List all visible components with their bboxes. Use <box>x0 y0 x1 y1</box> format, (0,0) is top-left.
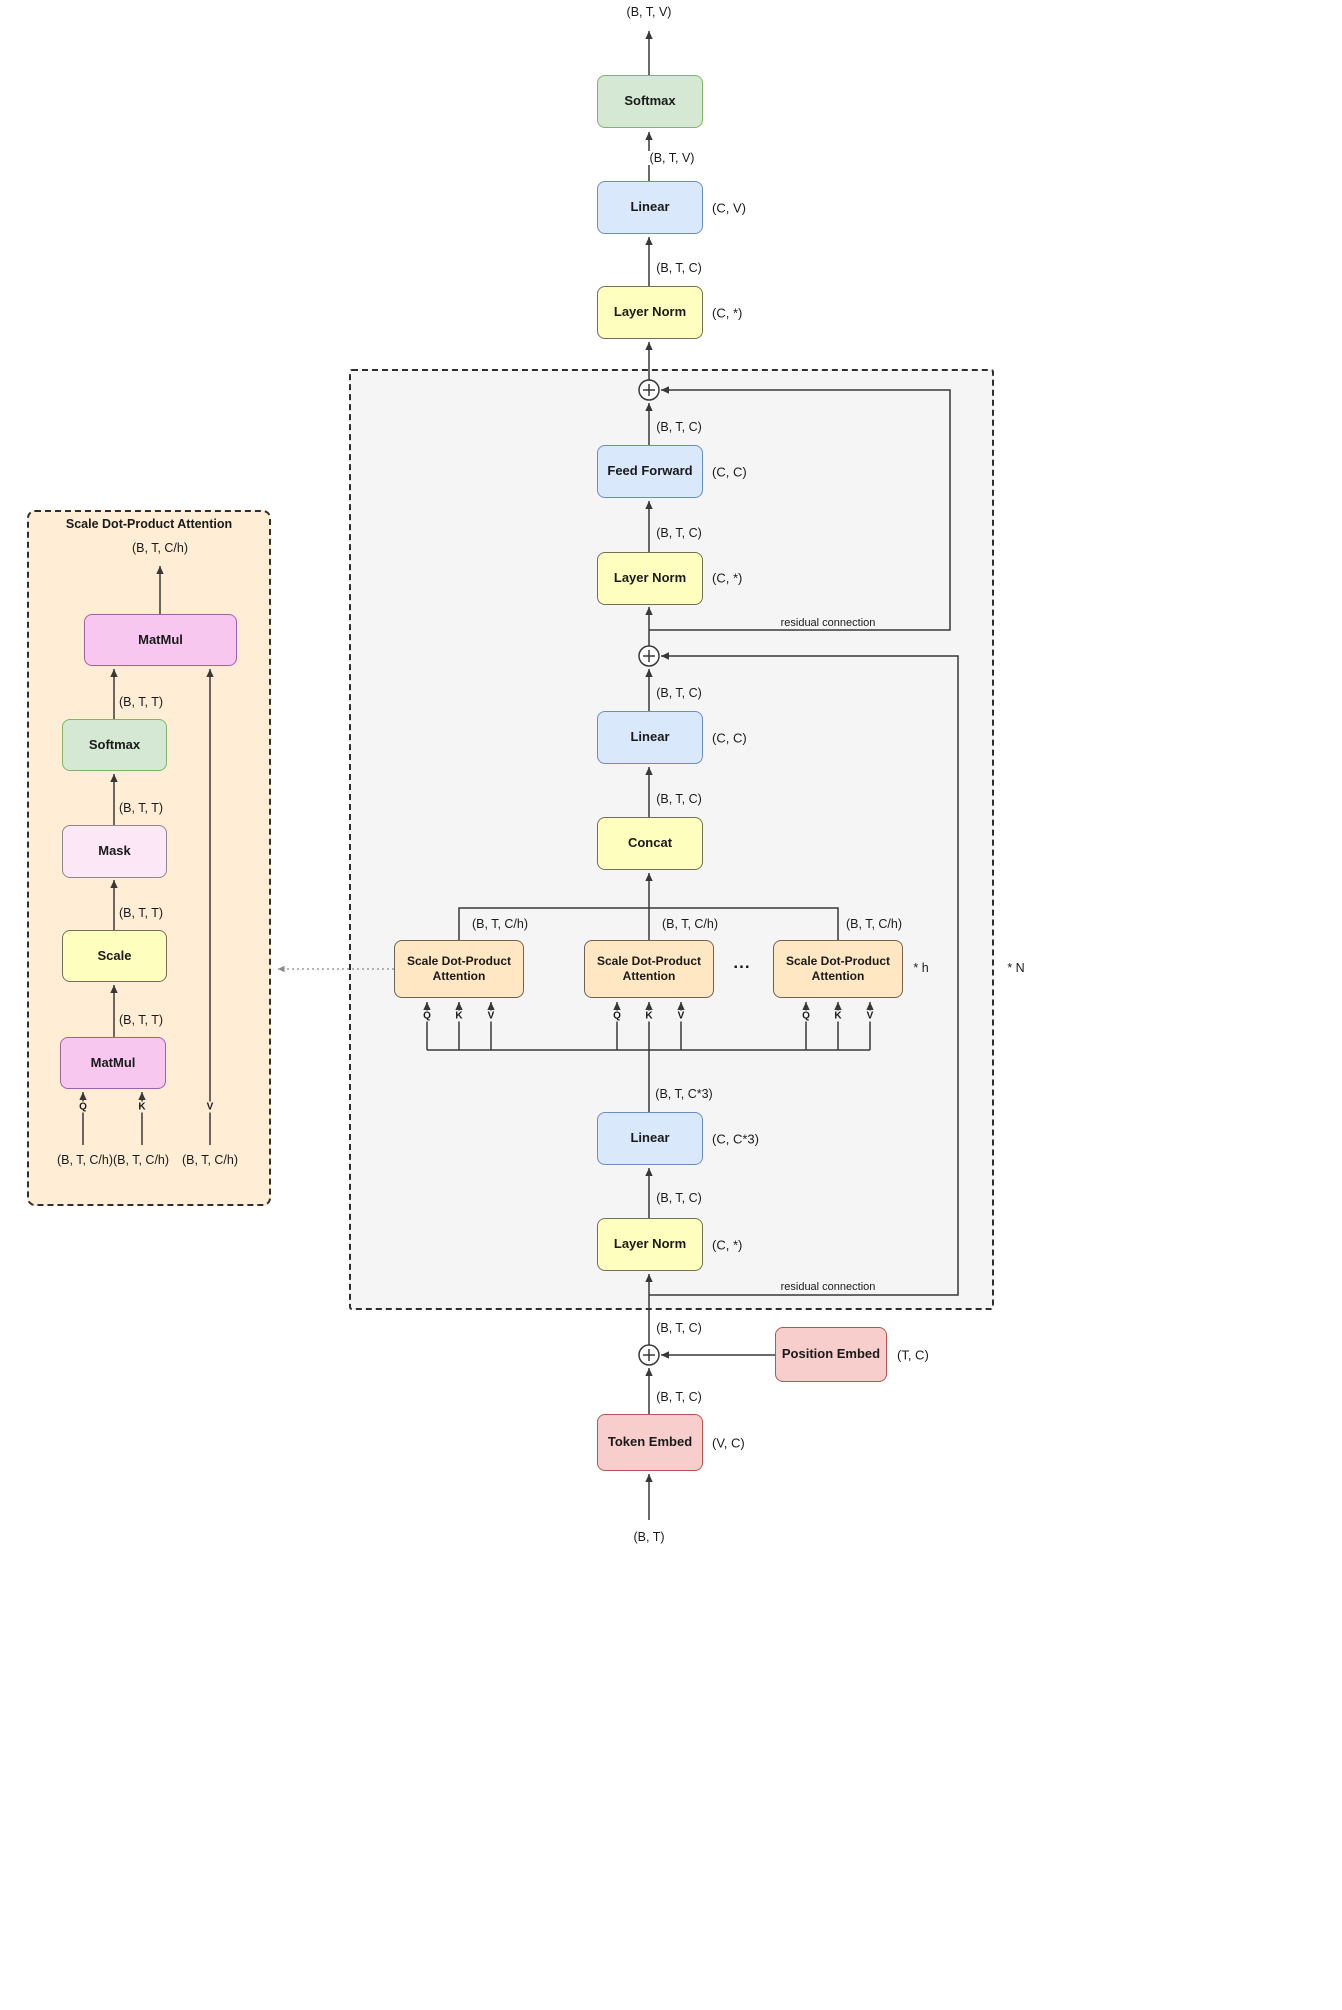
edge-label-head3: (B, T, C/h) <box>842 917 906 931</box>
weights-linear-proj: (C, C) <box>712 730 747 746</box>
edge-label: (B, T, C) <box>653 261 705 275</box>
detail-edge-label: (B, T, T) <box>116 1013 166 1027</box>
head2-k-label: K <box>644 1010 654 1022</box>
node-concat: Concat <box>597 817 703 870</box>
weights-layernorm-final: (C, *) <box>712 305 743 321</box>
plus-circle-embed <box>638 1344 660 1366</box>
edge-label: (B, T, C) <box>653 1321 705 1335</box>
node-detail-matmul-top: MatMul <box>84 614 237 666</box>
head3-k-label: K <box>833 1010 843 1022</box>
edge-label-output: (B, T, V) <box>623 5 675 19</box>
edge-label-input: (B, T) <box>630 1530 668 1544</box>
detail-q-label: Q <box>78 1101 88 1113</box>
detail-input-shape-qk: (B, T, C/h)(B, T, C/h) <box>53 1153 173 1167</box>
node-detail-scale: Scale <box>62 930 167 982</box>
head3-q-label: Q <box>801 1010 811 1022</box>
head1-q-label: Q <box>422 1010 432 1022</box>
node-attention-head-1: Scale Dot-Product Attention <box>394 940 524 998</box>
node-layernorm-attn: Layer Norm <box>597 1218 703 1271</box>
detail-output-shape: (B, T, C/h) <box>128 541 192 555</box>
detail-k-label: K <box>137 1101 147 1113</box>
weights-layernorm-attn: (C, *) <box>712 1237 743 1253</box>
detail-edge-label: (B, T, T) <box>116 695 166 709</box>
node-token-embed: Token Embed <box>597 1414 703 1471</box>
node-attention-head-3: Scale Dot-Product Attention <box>773 940 903 998</box>
weights-token-embed: (V, C) <box>712 1435 745 1451</box>
weights-linear-output: (C, V) <box>712 200 746 216</box>
head3-v-label: V <box>865 1010 875 1022</box>
heads-ellipsis: ... <box>733 953 751 972</box>
edge-label: (B, T, C) <box>653 420 705 434</box>
weights-position-embed: (T, C) <box>897 1347 929 1363</box>
node-linear-qkv: Linear <box>597 1112 703 1165</box>
head1-v-label: V <box>486 1010 496 1022</box>
node-detail-mask: Mask <box>62 825 167 878</box>
edge-label: (B, T, C) <box>653 1191 705 1205</box>
edge-label-head1: (B, T, C/h) <box>468 917 532 931</box>
node-linear-proj: Linear <box>597 711 703 764</box>
node-detail-softmax: Softmax <box>62 719 167 771</box>
head2-q-label: Q <box>612 1010 622 1022</box>
node-layernorm-final: Layer Norm <box>597 286 703 339</box>
edge-label: (B, T, C) <box>653 526 705 540</box>
edge-label: (B, T, C) <box>653 1390 705 1404</box>
heads-multiplier: * h <box>913 961 929 975</box>
head1-k-label: K <box>454 1010 464 1022</box>
blocks-multiplier: * N <box>1007 961 1025 975</box>
detail-edge-label: (B, T, T) <box>116 801 166 815</box>
node-feed-forward: Feed Forward <box>597 445 703 498</box>
edge-label-head2: (B, T, C/h) <box>658 917 722 931</box>
node-linear-output: Linear <box>597 181 703 234</box>
node-detail-matmul-bottom: MatMul <box>60 1037 166 1089</box>
node-attention-head-2: Scale Dot-Product Attention <box>584 940 714 998</box>
residual-label-attention: residual connection <box>777 1281 879 1293</box>
edge-label: (B, T, C) <box>653 792 705 806</box>
detail-title: Scale Dot-Product Attention <box>65 517 233 531</box>
node-layernorm-ff: Layer Norm <box>597 552 703 605</box>
detail-input-shape-v: (B, T, C/h) <box>178 1153 242 1167</box>
edge-label: (B, T, V) <box>646 151 698 165</box>
detail-edge-label: (B, T, T) <box>116 906 166 920</box>
weights-layernorm-ff: (C, *) <box>712 570 743 586</box>
head2-v-label: V <box>676 1010 686 1022</box>
edge-label: (B, T, C*3) <box>652 1087 716 1101</box>
node-softmax-output: Softmax <box>597 75 703 128</box>
residual-label-ff: residual connection <box>777 617 879 629</box>
weights-linear-qkv: (C, C*3) <box>712 1131 759 1147</box>
weights-feed-forward: (C, C) <box>712 464 747 480</box>
detail-v-label: V <box>205 1101 215 1113</box>
edge-label: (B, T, C) <box>653 686 705 700</box>
node-position-embed: Position Embed <box>775 1327 887 1382</box>
